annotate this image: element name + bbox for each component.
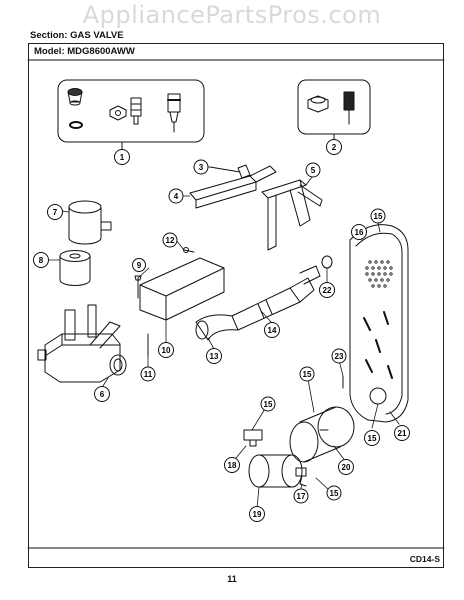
callout-16: 16 [351, 224, 367, 240]
callout-20: 20 [338, 459, 354, 475]
svg-text:22: 22 [323, 286, 332, 295]
svg-text:15: 15 [303, 370, 312, 379]
callout-22: 22 [319, 282, 335, 298]
kit-2-box [297, 79, 371, 141]
svg-text:15: 15 [330, 489, 339, 498]
callout-7: 7 [47, 204, 63, 220]
callout-8: 8 [33, 252, 49, 268]
callout-12: 12 [162, 232, 178, 248]
svg-text:23: 23 [335, 352, 344, 361]
section-title: Section: GAS VALVE [30, 30, 124, 41]
svg-text:15: 15 [368, 434, 377, 443]
svg-text:1: 1 [120, 153, 125, 162]
svg-text:5: 5 [311, 166, 316, 175]
callout-23: 23 [331, 348, 347, 364]
callout-11: 11 [140, 366, 156, 382]
svg-text:8: 8 [39, 256, 44, 265]
svg-text:20: 20 [342, 463, 351, 472]
svg-text:2: 2 [332, 143, 337, 152]
callout-3: 3 [193, 159, 209, 175]
callout-19: 19 [249, 506, 265, 522]
svg-text:15: 15 [374, 212, 383, 221]
svg-text:7: 7 [53, 208, 58, 217]
callout-17: 17 [293, 488, 309, 504]
callout-9: 9 [132, 258, 146, 272]
gas-valve-coils [59, 200, 112, 286]
page-number: 11 [227, 574, 237, 584]
svg-text:14: 14 [268, 326, 277, 335]
watermark: AppliancePartsPros.com [82, 1, 382, 29]
diagram-frame [28, 43, 444, 568]
svg-text:3: 3 [199, 163, 204, 172]
svg-text:4: 4 [174, 192, 179, 201]
callout-1: 1 [114, 149, 130, 165]
callout-6: 6 [94, 386, 110, 402]
igniter-cylinder [289, 406, 355, 463]
svg-text:15: 15 [264, 400, 273, 409]
callout-10: 10 [158, 342, 174, 358]
callout-21: 21 [394, 425, 410, 441]
svg-text:17: 17 [297, 492, 306, 501]
flame-sensor-assembly [189, 164, 323, 251]
svg-text:19: 19 [253, 510, 262, 519]
gas-valve [37, 304, 127, 383]
callout-18: 18 [224, 457, 240, 473]
svg-text:9: 9 [137, 261, 142, 270]
callout-15: 15 [260, 396, 276, 412]
valve-bracket [134, 247, 225, 357]
callout-2: 2 [326, 139, 342, 155]
svg-text:11: 11 [144, 370, 153, 379]
kit-1-box [57, 79, 205, 151]
burner-shield [349, 224, 409, 423]
svg-text:13: 13 [210, 352, 219, 361]
callout-15: 15 [326, 485, 342, 501]
svg-text:10: 10 [162, 346, 171, 355]
callout-15: 15 [364, 430, 380, 446]
callout-15: 15 [299, 366, 315, 382]
callout-14: 14 [264, 322, 280, 338]
callout-15: 15 [370, 208, 386, 224]
svg-text:18: 18 [228, 461, 237, 470]
svg-text:16: 16 [355, 228, 364, 237]
svg-text:6: 6 [100, 390, 105, 399]
svg-text:12: 12 [166, 236, 175, 245]
svg-text:21: 21 [398, 429, 407, 438]
callout-4: 4 [168, 188, 184, 204]
model-label: Model: MDG8600AWW [34, 46, 135, 57]
callout-13: 13 [206, 348, 222, 364]
diagram-code: CD14-S [409, 554, 440, 564]
callout-5: 5 [305, 162, 321, 178]
burner-tube [195, 265, 321, 341]
